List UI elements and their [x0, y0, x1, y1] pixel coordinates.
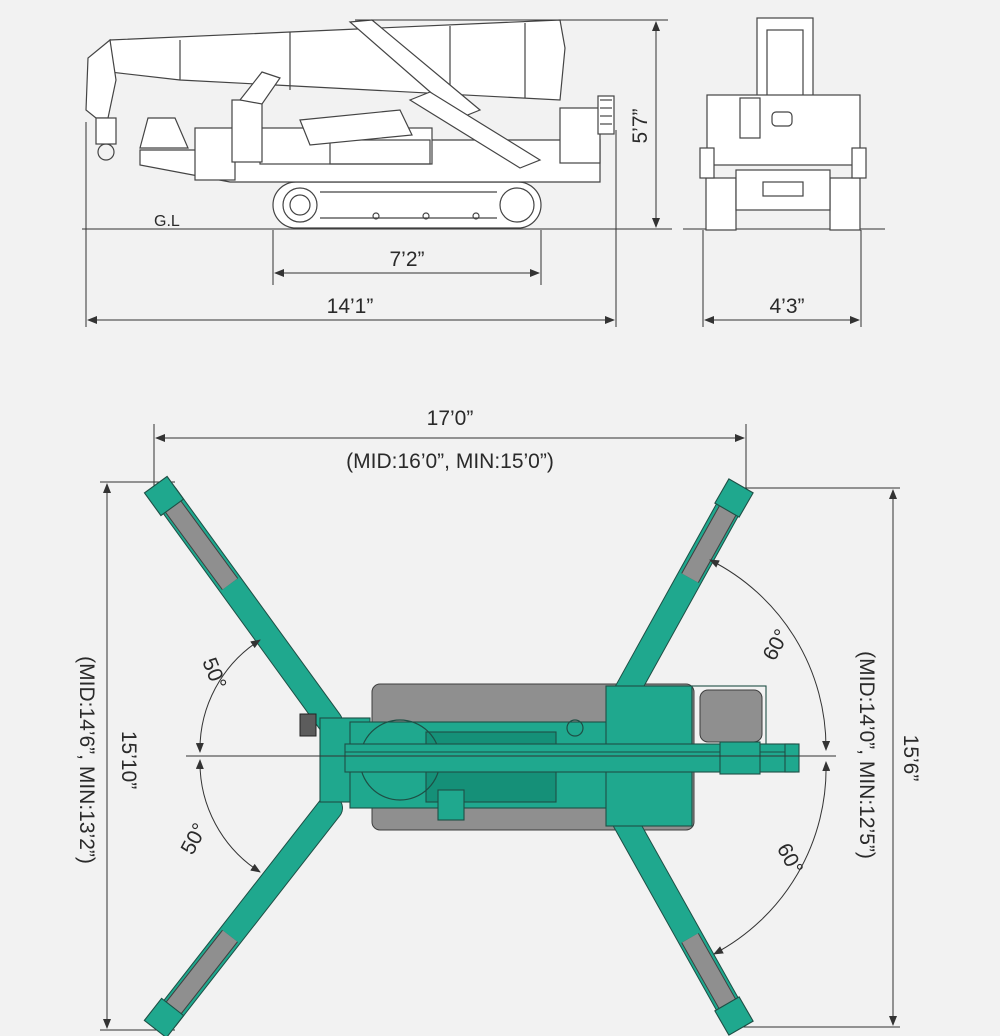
front-right-track — [829, 177, 861, 231]
depth-right-label: 15’6” — [899, 735, 922, 782]
height-label: 5’7” — [629, 108, 652, 143]
angle-arc-lower-left — [195, 759, 261, 873]
side-view: G.L 7’2” 14’1” 5’7” — [82, 19, 672, 327]
angle-arc-lower-right — [713, 761, 831, 955]
ground-line-label: G.L — [154, 213, 180, 230]
overall-width-label: 4’3” — [769, 295, 804, 318]
front-view: 4’3” — [683, 17, 885, 327]
angle-upper-right-label: 60° — [759, 626, 794, 665]
overall-length-label: 14’1” — [327, 295, 374, 318]
outrigger-lower-right — [609, 803, 754, 1036]
outrigger-upper-left — [143, 475, 343, 735]
outrigger-upper-right — [609, 478, 754, 713]
front-body — [706, 94, 861, 166]
hook-icon — [97, 143, 115, 161]
side-main-boom — [109, 19, 566, 101]
angle-arc-upper-right — [709, 559, 831, 751]
depth-right-sub-label: (MID:14’0”, MIN:12’5”) — [855, 651, 878, 859]
depth-left-label: 15’10” — [117, 731, 140, 789]
side-luffing-cylinder — [348, 19, 482, 119]
front-left-track — [705, 177, 737, 231]
side-crawler-track — [272, 181, 542, 229]
span-sub-label: (MID:16’0”, MIN:15’0”) — [346, 450, 554, 473]
side-operator-seat — [139, 117, 189, 149]
track-length-label: 7’2” — [389, 248, 424, 271]
depth-left-sub-label: (MID:14’6”, MIN:13’2”) — [75, 656, 98, 864]
side-rear-pad — [597, 95, 615, 135]
outrigger-lower-left — [143, 795, 343, 1036]
angle-lower-left-label: 50° — [177, 820, 212, 859]
angle-arc-upper-left — [195, 639, 261, 753]
angle-lower-right-label: 60° — [772, 840, 807, 879]
top-operator-seat — [699, 689, 763, 743]
span-max-label: 17’0” — [427, 407, 474, 430]
angle-upper-left-label: 50° — [197, 655, 230, 693]
top-view: 17’0” (MID:16’0”, MIN:15’0”) 15’10” (MID… — [75, 407, 922, 1036]
